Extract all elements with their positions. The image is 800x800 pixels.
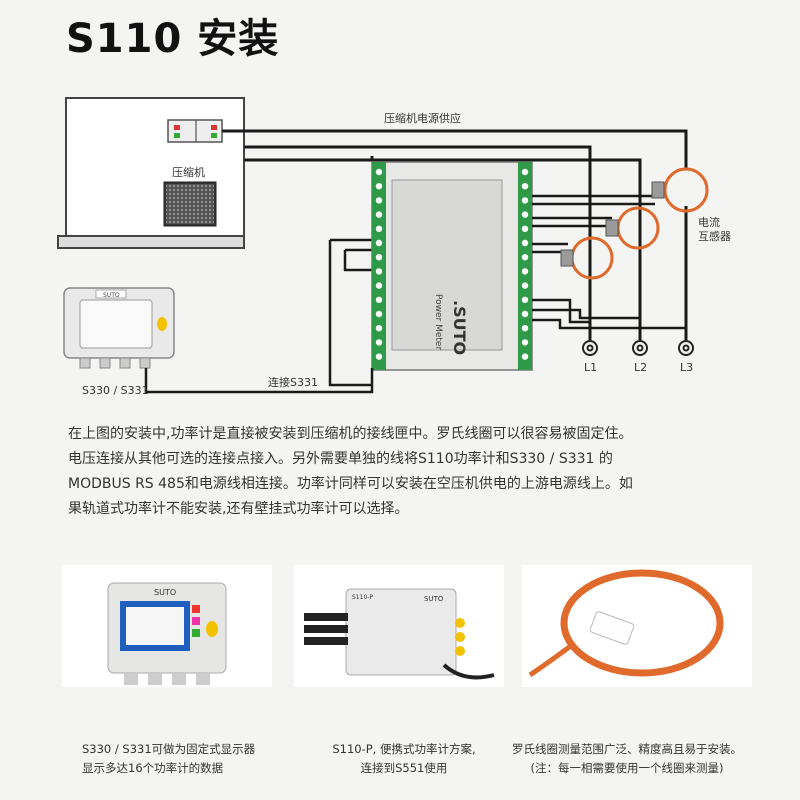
ring-terminals — [582, 340, 694, 356]
paragraph-line: 在上图的安装中,功率计是直接被安装到压缩机的接线匣中。罗氏线圈可以很容易被固定住… — [68, 426, 633, 442]
caption-line: 连接到S551使用 — [360, 761, 448, 775]
ct-label-line2: 互感器 — [698, 230, 731, 243]
compressor-label: 压缩机 — [172, 165, 205, 179]
indicator-red-icon — [174, 125, 180, 130]
connect-label: 连接S331 — [268, 376, 318, 389]
display-unit: SUTO — [63, 287, 175, 369]
terminal-screw-icon — [521, 325, 529, 332]
terminal-screw-icon — [375, 239, 383, 247]
description-paragraph: 在上图的安装中,功率计是直接被安装到压缩机的接线匣中。罗氏线圈可以很容易被固定住… — [68, 422, 738, 522]
photo-s330-brand: SUTO — [154, 588, 176, 597]
terminal-screw-icon — [375, 211, 383, 218]
key-icon — [157, 317, 167, 331]
terminal-screw-icon — [375, 183, 383, 190]
power-meter: .SUTO Power Meter — [371, 161, 533, 371]
terminal-screw-icon — [521, 211, 529, 218]
paragraph-line: 电压连接从其他可选的连接点接入。另外需要单独的线将S110功率计和S330 / … — [68, 451, 613, 467]
terminal-screw-icon — [521, 168, 529, 176]
phase-l3: L3 — [680, 361, 693, 374]
photo-s110p: S110-P SUTO — [294, 565, 504, 687]
caption-coil: 罗氏线圈测量范围广泛、精度高且易于安装。 (注：每一相需要使用一个线圈来测量) — [502, 740, 752, 778]
terminal-screw-icon — [521, 239, 529, 247]
paragraph-line: MODBUS RS 485和电源线相连接。功率计同样可以安装在空压机供电的上游电… — [68, 476, 633, 492]
power-supply-label: 压缩机电源供应 — [384, 111, 461, 125]
terminal-screw-icon — [375, 339, 383, 346]
key-icon — [206, 621, 218, 637]
product-photos: SUTO S110-P SUTO — [62, 565, 752, 687]
photo-s110p-model: S110-P — [352, 594, 373, 601]
terminal-screw-icon — [521, 282, 529, 289]
caption-line: S110-P, 便携式功率计方案, — [332, 742, 476, 756]
caption-line: 罗氏线圈测量范围广泛、精度高且易于安装。 — [512, 742, 742, 756]
photo-s110p-brand: SUTO — [424, 595, 444, 603]
terminal-screw-icon — [375, 282, 383, 289]
installation-diagram: 压缩机 压缩机电源供应 .SUTO Power Meter — [57, 97, 731, 397]
terminal-screw-icon — [521, 183, 529, 190]
caption-line: S330 / S331可做为固定式显示器 — [82, 742, 256, 756]
meter-name: Power Meter — [433, 294, 443, 350]
caption-s110p: S110-P, 便携式功率计方案, 连接到S551使用 — [306, 740, 502, 778]
phase-l1: L1 — [584, 361, 597, 374]
terminal-screw-icon — [375, 310, 383, 318]
photo-rogowski-coil — [522, 565, 752, 687]
terminal-screw-icon — [375, 254, 383, 261]
caption-line: (注：每一相需要使用一个线圈来测量) — [530, 761, 724, 775]
terminal-screw-icon — [521, 296, 529, 303]
ct-label-line1: 电流 — [698, 215, 720, 229]
terminal-screw-icon — [375, 268, 383, 275]
terminal-screw-icon — [521, 339, 529, 346]
phase-l2: L2 — [634, 361, 647, 374]
compressor: 压缩机 — [57, 97, 245, 249]
meter-brand: .SUTO — [450, 300, 469, 355]
paragraph-line: 果轨道式功率计不能安装,还有壁挂式功率计可以选择。 — [68, 501, 409, 517]
terminal-screw-icon — [375, 225, 383, 232]
page-title: S110 安装 — [66, 16, 280, 62]
terminal-screw-icon — [375, 168, 383, 176]
indicator-green-icon — [174, 133, 180, 138]
terminal-screw-icon — [375, 197, 383, 204]
terminal-screw-icon — [521, 197, 529, 204]
power-wires — [222, 129, 688, 340]
terminal-screw-icon — [521, 268, 529, 275]
display-label: S330 / S331 — [82, 384, 149, 397]
terminal-screw-icon — [521, 225, 529, 232]
terminal-screw-icon — [375, 296, 383, 303]
terminal-screw-icon — [375, 353, 383, 360]
display-brand: SUTO — [103, 292, 120, 299]
terminal-screw-icon — [521, 254, 529, 261]
caption-s330: S330 / S331可做为固定式显示器 显示多达16个功率计的数据 — [82, 740, 255, 778]
terminal-screw-icon — [375, 325, 383, 332]
terminal-screw-icon — [521, 310, 529, 318]
current-transformers — [560, 167, 709, 280]
terminal-screw-icon — [521, 353, 529, 360]
photo-s330: SUTO — [62, 565, 272, 687]
caption-line: 显示多达16个功率计的数据 — [82, 761, 224, 775]
